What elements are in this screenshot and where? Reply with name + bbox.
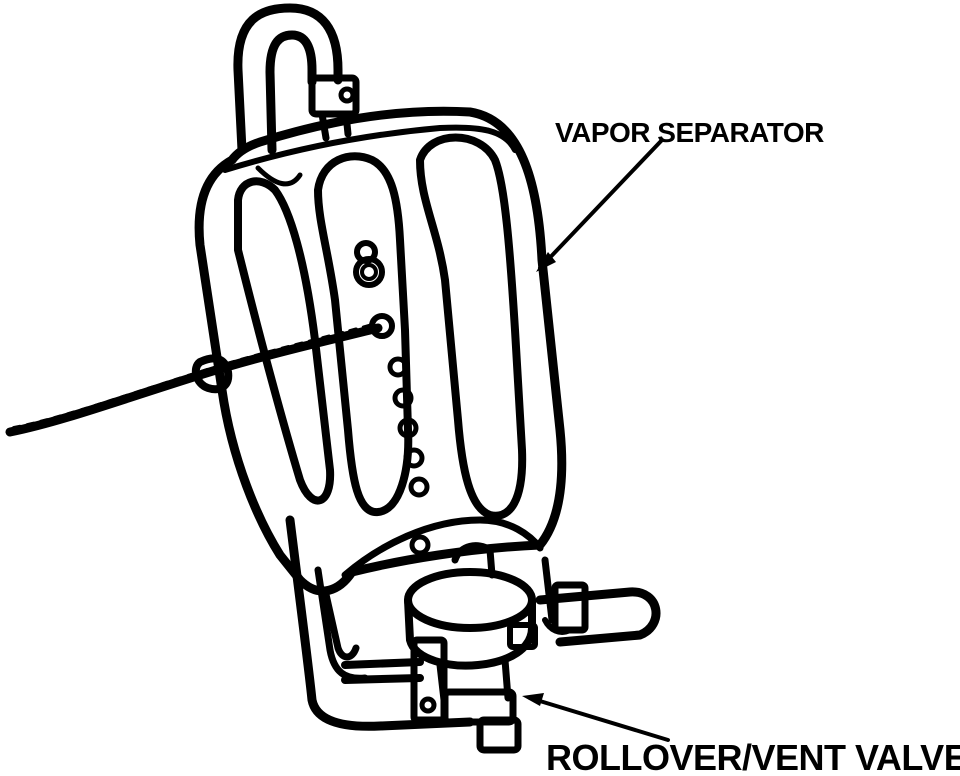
vapor-separator-leader bbox=[538, 138, 664, 270]
mounting-bracket bbox=[285, 515, 475, 731]
vapor-separator-label: VAPOR SEPARATOR bbox=[555, 117, 824, 148]
rollover-vent-valve bbox=[404, 542, 661, 754]
rollover-valve-arrowhead bbox=[522, 693, 544, 706]
vapor-separator-arrowhead bbox=[536, 252, 556, 272]
separator-body bbox=[194, 106, 567, 596]
rollover-vent-valve-label: ROLLOVER/VENT VALVE bbox=[546, 737, 960, 776]
tie-strap bbox=[5, 322, 383, 437]
rollover-valve-leader bbox=[528, 696, 670, 742]
